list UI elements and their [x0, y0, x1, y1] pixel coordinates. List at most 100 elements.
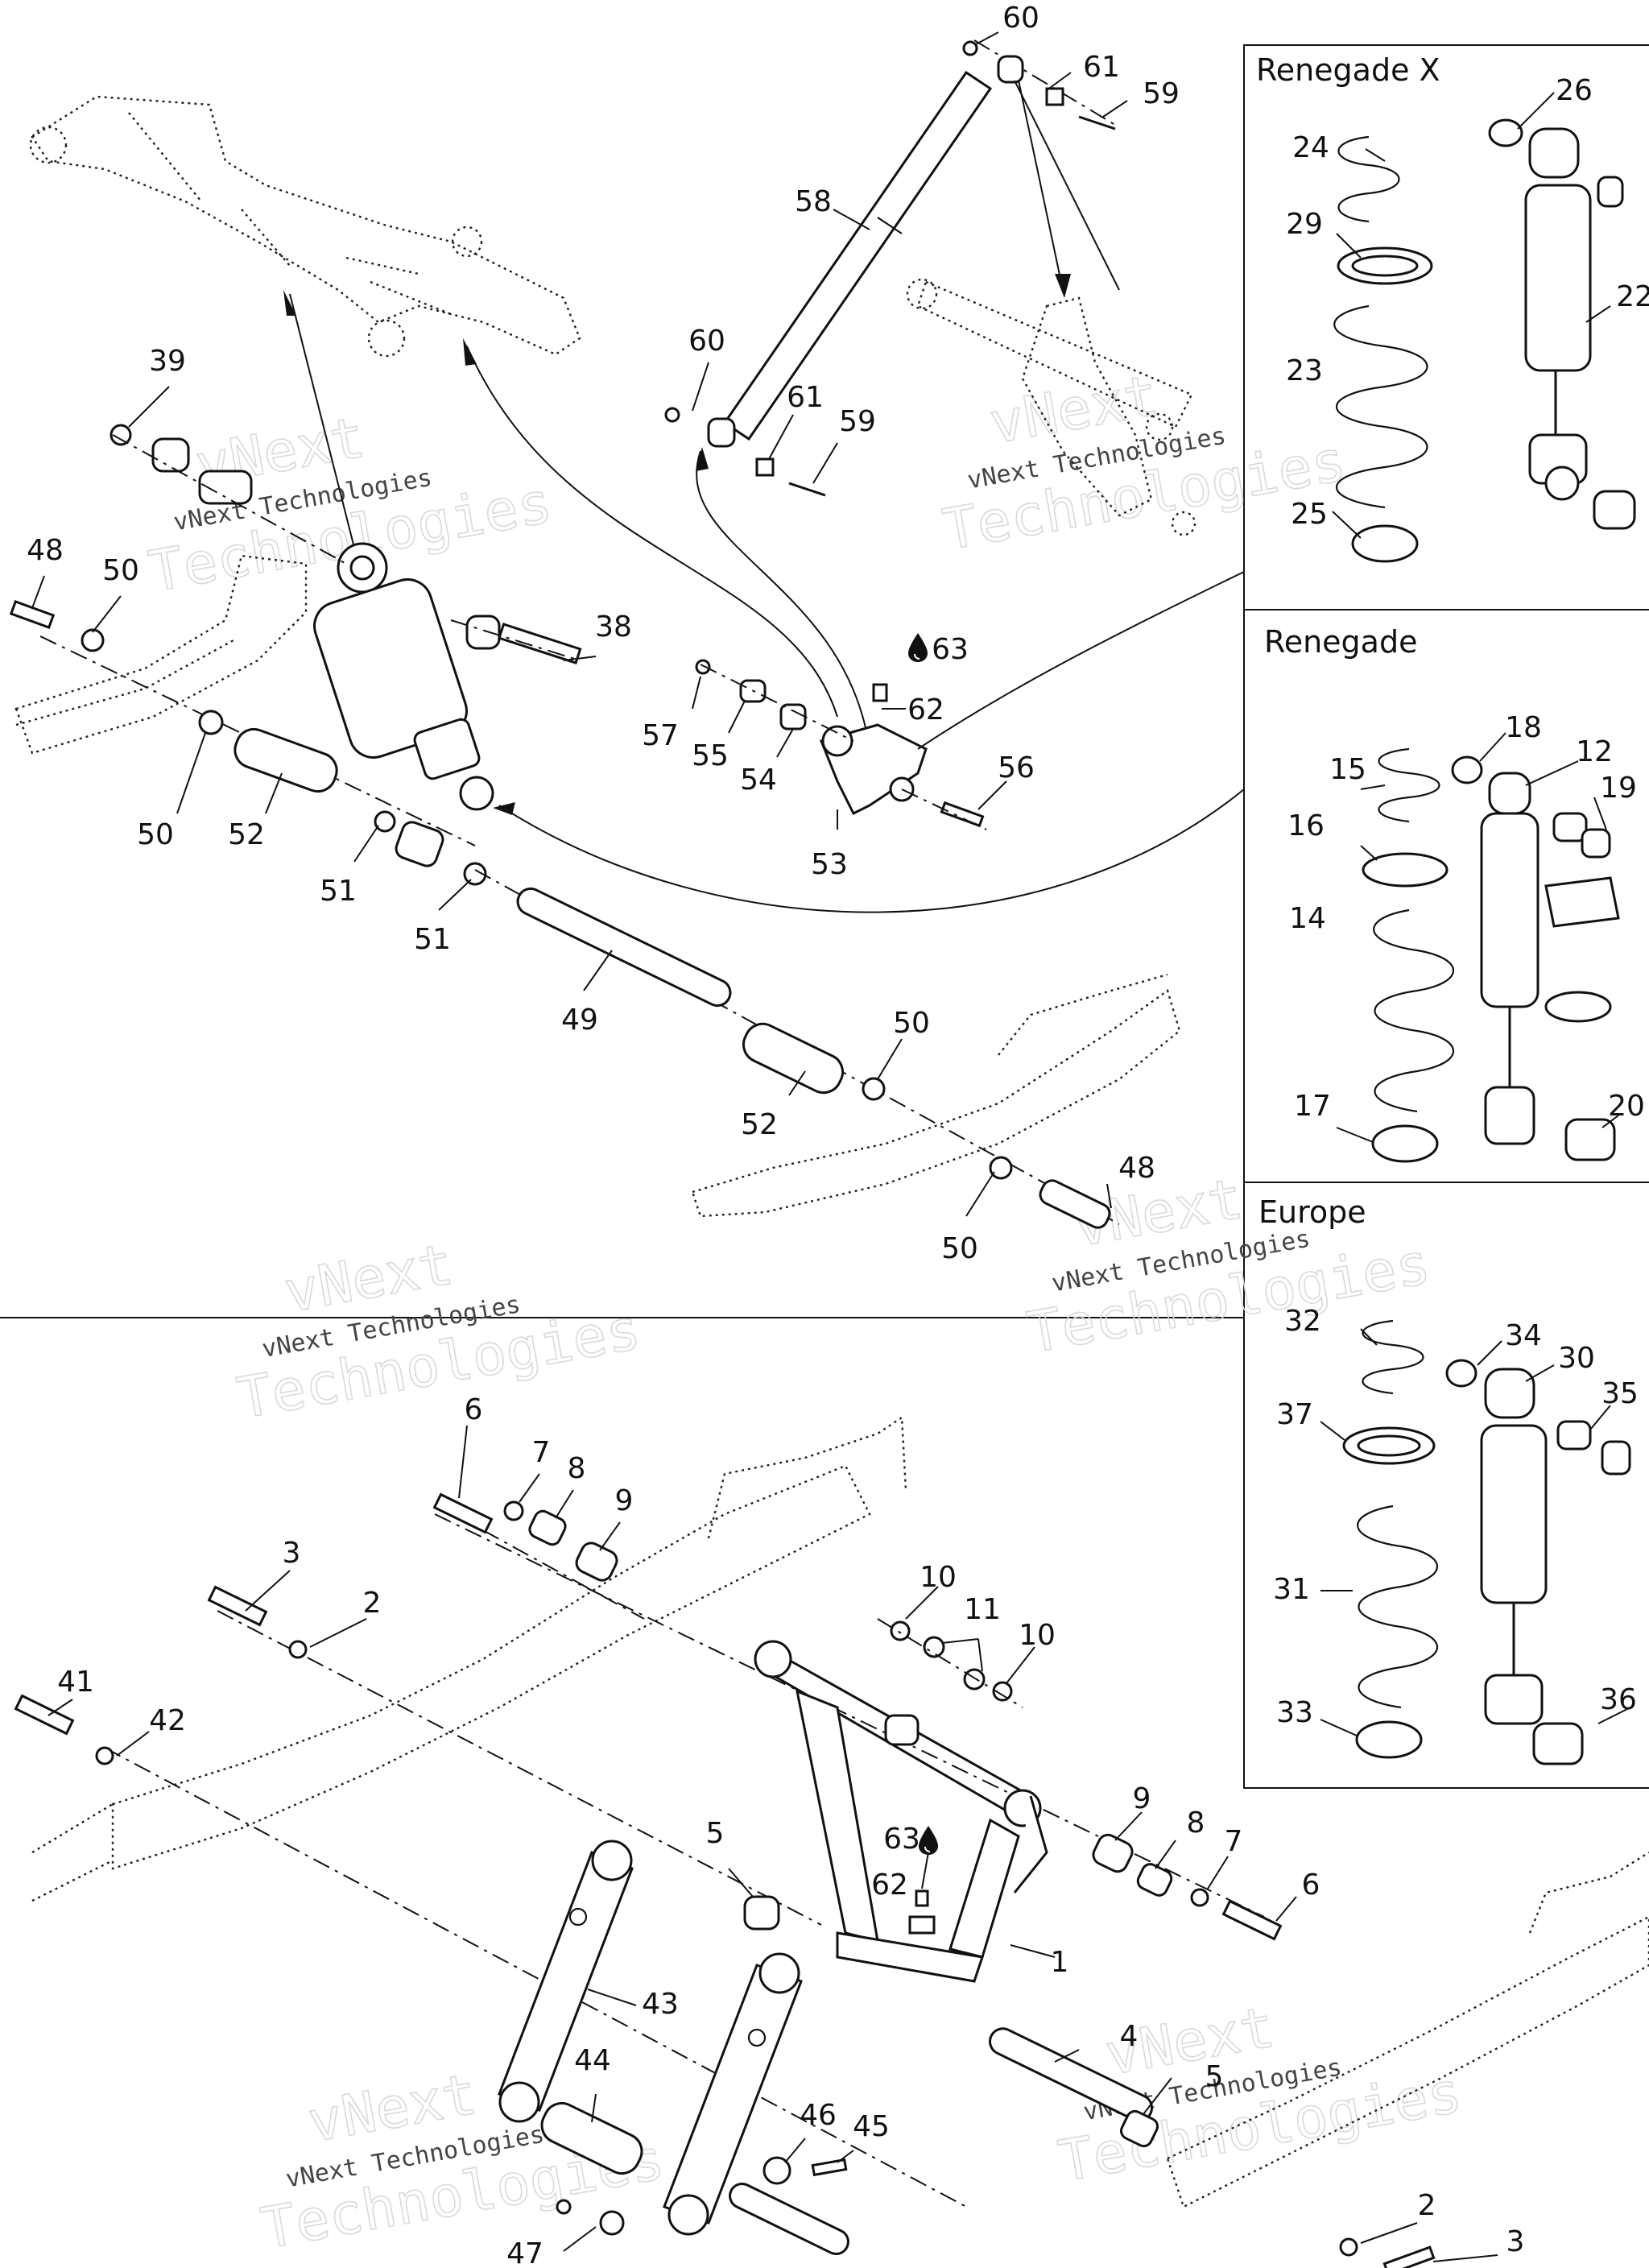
axis-line-56: [901, 788, 987, 830]
callout-59: 59: [1143, 77, 1180, 110]
leader-58-to-mount: [1018, 80, 1064, 291]
panel-frames: [0, 44, 1649, 1789]
callout-35: 35: [1601, 1377, 1639, 1410]
leader-53-curve: [696, 450, 870, 750]
callout-14: 14: [1289, 902, 1326, 935]
callout-44: 44: [574, 2044, 611, 2077]
callout-51: 51: [320, 875, 357, 908]
callout-51: 51: [414, 923, 451, 956]
callout-20: 20: [1608, 1090, 1645, 1123]
callout-1: 1: [1051, 1946, 1069, 1979]
callout-41: 41: [57, 1666, 94, 1699]
callout-38: 38: [595, 610, 632, 644]
callout-55: 55: [692, 739, 729, 772]
lower-small-parts: [540, 2101, 849, 2255]
callout-26: 26: [1556, 74, 1593, 107]
callout-50: 50: [102, 554, 139, 587]
callout-7: 7: [532, 1436, 551, 1469]
front-arm-outline: [29, 95, 581, 358]
pivot-block-53: [695, 659, 985, 828]
arrow-head-3: [1055, 274, 1071, 298]
callout-9: 9: [1133, 1782, 1151, 1815]
oil-drop-icon: [908, 633, 928, 662]
callout-53: 53: [811, 848, 848, 881]
callout-17: 17: [1294, 1090, 1331, 1123]
callout-25: 25: [1291, 498, 1328, 531]
arrow-head-5: [493, 802, 515, 815]
callout-59: 59: [839, 405, 876, 438]
watermark-3: vNext vNext Technologies Technologies: [232, 1231, 646, 1433]
bolt-set-upper-6-9: [14, 1492, 618, 1765]
right-rail-lower: [1166, 1851, 1649, 2268]
callout-34: 34: [1505, 1319, 1542, 1352]
callout-50: 50: [893, 1007, 930, 1040]
callout-leaders: [31, 31, 1631, 2262]
cross-shaft-4: [989, 2027, 1159, 2148]
rear-a-arm-1: [754, 1620, 1048, 1983]
callout-61: 61: [1083, 51, 1120, 84]
left-rail-upper: [9, 554, 487, 886]
leader-mount-to-lower: [1014, 80, 1120, 291]
arrow-head-1: [283, 290, 296, 316]
main-shock: [110, 424, 582, 811]
callout-52: 52: [228, 818, 265, 851]
callout-19: 19: [1600, 772, 1637, 805]
callout-30: 30: [1558, 1342, 1595, 1375]
right-rail-upper: [691, 973, 1181, 1218]
link-arms-43: [498, 1840, 803, 2236]
leader-53-to-panel: [917, 571, 1245, 750]
callout-3: 3: [1506, 2225, 1525, 2258]
callout-16: 16: [1287, 809, 1325, 842]
callout-29: 29: [1286, 208, 1323, 241]
callout-labels: 60 61 59 58 60 61 59 39 48 50 38 63 62 5…: [27, 2, 1649, 2268]
callout-8: 8: [1187, 1807, 1205, 1840]
callout-10: 10: [920, 1561, 957, 1594]
leader-shock-to-arm: [289, 293, 355, 548]
cross-shaft-49: [474, 869, 1120, 1229]
callout-43: 43: [642, 1988, 679, 2021]
leader-shock-to-panel: [498, 788, 1245, 913]
callout-8: 8: [568, 1452, 586, 1485]
callout-56: 56: [998, 751, 1035, 784]
callout-49: 49: [561, 1004, 598, 1037]
callout-2: 2: [1418, 2189, 1436, 2222]
callout-18: 18: [1505, 711, 1542, 744]
callout-3: 3: [283, 1537, 301, 1570]
damper-rod: [664, 39, 1116, 497]
callout-32: 32: [1284, 1305, 1321, 1338]
panel-title-europe: Europe: [1258, 1194, 1366, 1230]
callout-31: 31: [1273, 1573, 1310, 1606]
callout-57: 57: [642, 719, 679, 752]
callout-15: 15: [1329, 753, 1366, 786]
callout-61: 61: [787, 381, 824, 414]
callout-5: 5: [1205, 2060, 1224, 2093]
callout-45: 45: [853, 2110, 890, 2143]
arrow-head-2: [463, 338, 477, 366]
callout-62: 62: [907, 693, 944, 726]
callout-6: 6: [465, 1393, 483, 1426]
arrow-head-4: [696, 447, 709, 471]
leader-53-to-arm: [466, 346, 838, 718]
panel-title-renegade: Renegade: [1264, 624, 1417, 660]
axis-line-38: [450, 619, 581, 661]
callout-5: 5: [706, 1817, 725, 1850]
callout-60: 60: [688, 325, 725, 358]
callout-60: 60: [1002, 2, 1039, 35]
callout-12: 12: [1576, 735, 1613, 768]
callout-58: 58: [795, 185, 832, 218]
callout-22: 22: [1616, 280, 1649, 313]
callout-6: 6: [1302, 1869, 1320, 1902]
bushing-5: [743, 1895, 780, 1931]
callout-63: 63: [883, 1823, 920, 1856]
europe-parts: [1342, 1319, 1631, 1765]
axis-line-10: [877, 1618, 1023, 1708]
callout-10: 10: [1019, 1619, 1056, 1652]
callout-47: 47: [506, 2237, 543, 2268]
rear-mount-outline: [906, 278, 1196, 536]
callout-63: 63: [932, 633, 969, 666]
callout-52: 52: [741, 1108, 778, 1141]
axis-line-53: [700, 664, 854, 742]
renegade-x-parts: [1333, 118, 1636, 563]
